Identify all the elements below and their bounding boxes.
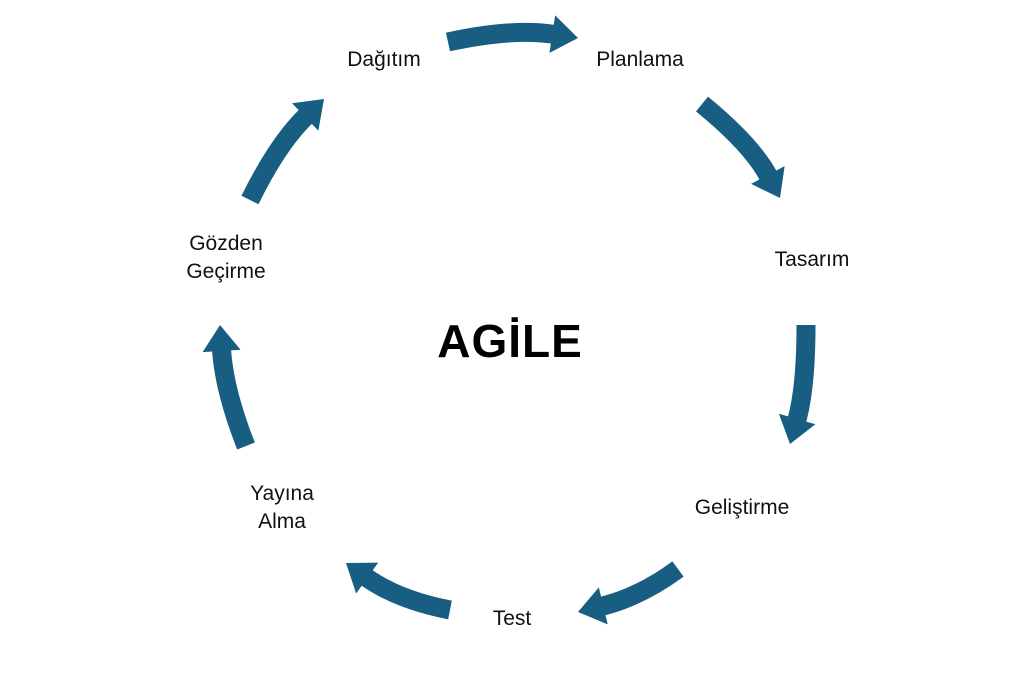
arrow-head-icon: [202, 325, 241, 353]
arrow-shaft: [360, 569, 452, 620]
arrow-shaft: [787, 324, 816, 424]
arrow-head-icon: [578, 587, 608, 625]
cycle-arrow-6: [202, 325, 255, 450]
arrow-shaft: [211, 348, 255, 450]
cycle-arrow-4: [578, 561, 684, 625]
arrow-head-icon: [549, 15, 578, 53]
arrow-shaft: [695, 96, 778, 182]
step-label-planlama: Planlama: [596, 48, 684, 71]
cycle-arrow-2: [695, 96, 785, 198]
cycle-arrow-1: [445, 15, 578, 53]
arrow-head-icon: [751, 166, 785, 198]
arrow-head-icon: [292, 99, 324, 131]
step-label-gelistirme: Geliştirme: [694, 496, 790, 519]
step-label-test: Test: [492, 607, 532, 630]
cycle-arrow-5: [346, 562, 452, 620]
step-label-dagitim: Dağıtım: [347, 48, 421, 71]
arrow-shaft: [445, 22, 556, 52]
center-title: AGİLE: [437, 315, 583, 367]
cycle-arrow-3: [778, 324, 816, 444]
cycle-arrow-7: [241, 99, 324, 205]
arrow-shaft: [598, 561, 684, 616]
step-label-tasarim: Tasarım: [774, 248, 850, 271]
arrow-shaft: [241, 108, 314, 205]
arrow-head-icon: [346, 562, 379, 594]
arrow-head-icon: [778, 413, 816, 444]
